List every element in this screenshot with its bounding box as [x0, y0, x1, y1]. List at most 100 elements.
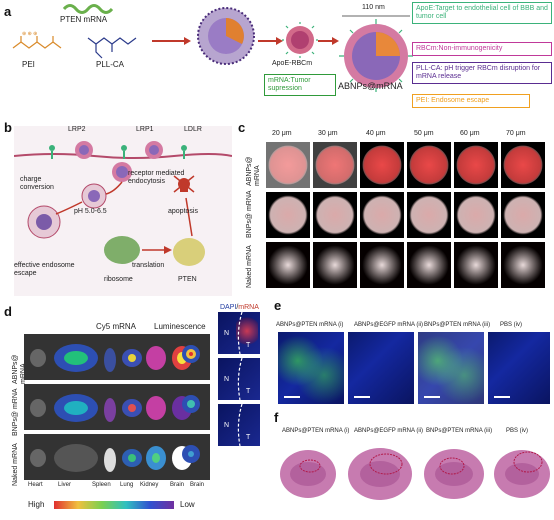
spheroid-image: [454, 192, 498, 238]
colorbar: [54, 501, 174, 509]
tumor-label: T: [246, 388, 251, 395]
colorbar-low-label: Low: [180, 500, 195, 509]
cy5-mrna-label: Cy5 mRNA: [96, 322, 137, 331]
normal-label: N: [224, 330, 230, 337]
spheroid-image: [454, 242, 498, 288]
row-label-bnps: BNPs@ mRNA: [12, 388, 19, 436]
apoe-note: ApoE:Target to endothelial cell of BBB a…: [412, 2, 552, 24]
immunofluorescence-image: [488, 332, 550, 404]
mrna-note: mRNA:Tumor supression: [264, 74, 336, 96]
spheroid-image: [313, 142, 357, 188]
row-label-naked: Naked mRNA: [12, 443, 19, 486]
scale-bar: [354, 396, 370, 398]
tumor-boundary-lines: [237, 312, 243, 446]
endosome-escape-label: effective endosome escape: [14, 262, 75, 277]
arrow-icon: [318, 37, 339, 45]
apoptosis-label: apoptosis: [168, 208, 198, 215]
spheroid-image: [266, 192, 310, 238]
e-col-label-3: BNPs@PTEN mRNA (iii): [424, 322, 491, 328]
lrp1-label: LRP1: [136, 126, 154, 133]
f-col-label-3: BNPs@PTEN mRNA (iii): [426, 428, 493, 434]
row-label-naked: Naked mRNA: [246, 245, 253, 288]
col-label-20: 20 μm: [272, 130, 292, 137]
abnps-mrna-nanoparticle-icon: [339, 15, 413, 92]
spheroid-image: [266, 142, 310, 188]
scale-bar: [494, 396, 510, 398]
ldlr-label: LDLR: [184, 126, 202, 133]
arrow-icon: [258, 37, 283, 45]
rbc-membrane-vesicle-icon: [282, 22, 318, 58]
mrna-label: mRNA: [238, 304, 259, 311]
col-label-70: 70 μm: [506, 130, 526, 137]
organ-label-liver: Liver: [58, 482, 72, 488]
organ-heatmap-row-naked: [30, 444, 192, 472]
mrna-signal: [236, 316, 258, 346]
chemical-structures-icon: ⊕ ⊕ ⊕: [12, 31, 137, 59]
col-label-50: 50 μm: [414, 130, 434, 137]
normal-label: N: [224, 422, 230, 429]
mechanism-schematic: [14, 141, 232, 266]
f-col-label-1: ABNPs@PTEN mRNA (i): [282, 428, 350, 434]
spheroid-image: [501, 142, 545, 188]
col-label-40: 40 μm: [366, 130, 386, 137]
lrp2-label: LRP2: [68, 126, 86, 133]
col-label-30: 30 μm: [318, 130, 338, 137]
organ-label-kidney: Kidney: [140, 482, 159, 488]
pten-label: PTEN: [178, 276, 197, 283]
immunofluorescence-image: [418, 332, 484, 404]
spheroid-image: [360, 242, 404, 288]
panel-label-d: d: [4, 304, 12, 319]
organ-label-brain: Brain: [170, 482, 185, 488]
e-col-label-2: ABNPs@EGFP mRNA (ii): [354, 322, 423, 328]
spheroid-image: [266, 242, 310, 288]
col-label-60: 60 μm: [460, 130, 480, 137]
spheroid-image: [454, 142, 498, 188]
panel-label-e: e: [274, 298, 282, 313]
organ-heatmap-row-bnps: [30, 394, 192, 422]
row-label-bnps: BNPs@ mRNA: [246, 190, 253, 238]
ribosome-label: ribosome: [104, 276, 133, 283]
translation-label: translation: [132, 262, 165, 269]
spheroid-image: [313, 242, 357, 288]
polyplex-nanoparticle-icon: [197, 7, 255, 65]
arrow-icon: [152, 37, 191, 45]
pten-mrna-label: PTEN mRNA: [60, 15, 108, 24]
charge-conversion-label: charge conversion: [20, 176, 54, 191]
svg-text:⊕ ⊕ ⊕: ⊕ ⊕ ⊕: [22, 31, 37, 37]
panel-label-f: f: [274, 410, 279, 425]
organ-label-brain-lum: Brain: [190, 482, 205, 488]
organ-label-heart: Heart: [28, 482, 43, 488]
he-brain-sections: [280, 448, 550, 500]
spheroid-image: [407, 242, 451, 288]
tumor-label: T: [246, 434, 251, 441]
scale-bar: [424, 396, 440, 398]
pei-label: PEI: [22, 60, 35, 69]
spheroid-image: [313, 192, 357, 238]
e-col-label-4: PBS (iv): [500, 322, 523, 328]
slash-label: /: [236, 304, 239, 311]
f-col-label-4: PBS (iv): [506, 428, 529, 434]
pll-ca-label: PLL-CA: [96, 60, 125, 69]
immunofluorescence-image: [278, 332, 344, 404]
spheroid-image: [360, 192, 404, 238]
mrna-strand-icon: [62, 4, 114, 14]
spheroid-image: [501, 192, 545, 238]
spheroid-image: [501, 242, 545, 288]
rbcm-note: RBCm:Non-immunogenicity: [412, 42, 552, 56]
pllca-note: PLL-CA: pH trigger RBCm disruption for m…: [412, 62, 552, 84]
spheroid-image: [407, 142, 451, 188]
spheroid-image: [360, 142, 404, 188]
organ-label-lung: Lung: [120, 482, 134, 488]
tumor-label: T: [246, 342, 251, 349]
spheroid-image: [407, 192, 451, 238]
apoe-rbcm-label: ApoE-RBCm: [272, 60, 313, 67]
scale-bar: [284, 396, 300, 398]
dapi-label: DAPI: [220, 304, 237, 311]
colorbar-high-label: High: [28, 500, 45, 509]
ph-label: pH 5.0-6.5: [74, 208, 107, 215]
abnps-mrna-label: ABNPs@mRNA: [338, 81, 403, 91]
panel-label-c: c: [238, 120, 246, 135]
immunofluorescence-image: [348, 332, 414, 404]
receptor-endocytosis-label: receptor mediated endocytosis: [128, 170, 185, 185]
dapi-mrna-header: DAPI/mRNA: [220, 304, 259, 312]
